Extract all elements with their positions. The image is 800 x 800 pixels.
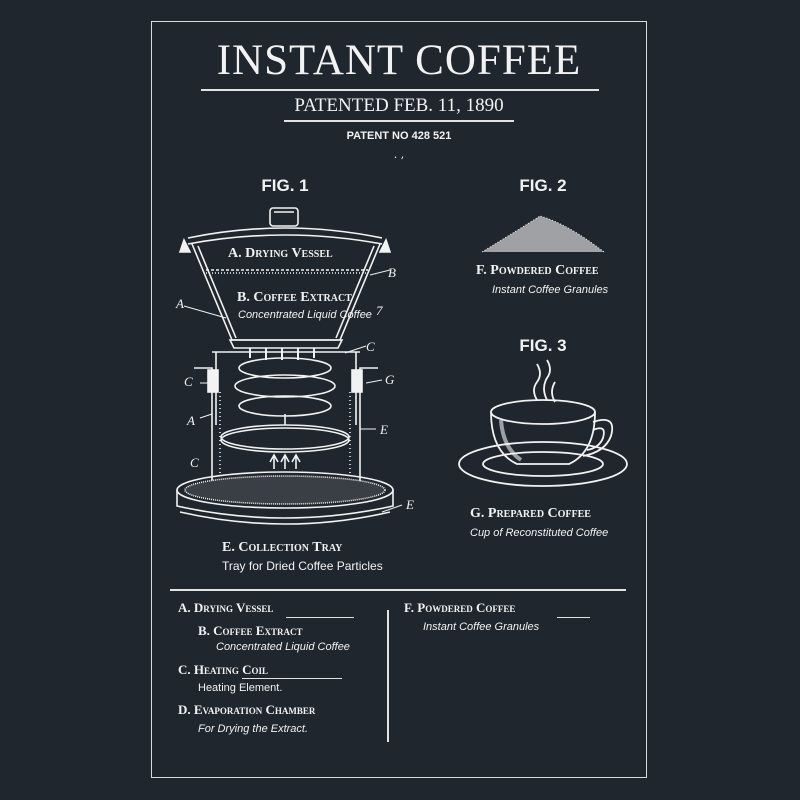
legend-drying-vessel: A. Drying Vessel (178, 600, 274, 615)
marker-e-right: E (380, 422, 388, 437)
legend-powdered-coffee-sub: Instant Coffee Granules (423, 621, 540, 633)
legend-a-rule (286, 617, 354, 618)
legend-c-rule (242, 678, 342, 679)
fig3-sub: Cup of Reconstituted Coffee (470, 527, 609, 539)
marker-c-lower: C (190, 455, 199, 470)
marker-a-upper: A (176, 296, 184, 311)
label-coffee-extract-sub: Concentrated Liquid Coffee (238, 309, 372, 321)
label-collection-tray: E. Collection Tray (222, 540, 343, 555)
coffee-apparatus-illustration (176, 207, 403, 525)
decorative-dots: . , (393, 148, 405, 161)
fig3-label: FIG. 3 (519, 336, 567, 355)
legend-divider (387, 610, 389, 742)
poster-frame (151, 21, 647, 778)
legend-powdered-coffee: F. Powdered Coffee (404, 600, 516, 615)
legend-f-rule (557, 617, 590, 618)
marker-e-bottom: E (406, 497, 414, 512)
legend-coffee-extract: B. Coffee Extract (198, 623, 303, 638)
legend-coffee-extract-sub: Concentrated Liquid Coffee (216, 641, 350, 653)
legend-heating-coil: C. Heating Coil (178, 662, 268, 677)
patent-number: PATENT NO 428 521 (346, 130, 452, 142)
label-collection-tray-sub: Tray for Dried Coffee Particles (222, 559, 383, 573)
marker-b-right: B (388, 265, 396, 280)
fig2-caption: F. Powdered Coffee (476, 263, 599, 278)
label-drying-vessel: A. Drying Vessel (228, 246, 333, 261)
label-coffee-extract: B. Coffee Extract (237, 290, 352, 305)
marker-a-lower: A (187, 413, 195, 428)
legend-evaporation-chamber: D. Evaporation Chamber (178, 702, 316, 717)
patent-date: PATENTED FEB. 11, 1890 (294, 95, 504, 116)
fig1-label: FIG. 1 (261, 176, 309, 195)
coffee-cup-illustration (458, 359, 628, 487)
powder-pile-illustration (481, 215, 605, 253)
title-rule (201, 89, 599, 91)
legend-top-rule (170, 589, 626, 591)
legend-heating-coil-sub: Heating Element. (198, 682, 283, 694)
marker-seven: 7 (376, 303, 383, 318)
fig2-sub: Instant Coffee Granules (492, 284, 609, 296)
marker-g-right: G (385, 372, 395, 387)
marker-c-left: C (184, 374, 193, 389)
fig2-label: FIG. 2 (519, 176, 567, 195)
date-rule (284, 120, 514, 122)
legend-evaporation-chamber-sub: For Drying the Extract. (198, 723, 309, 735)
fig3-caption: G. Prepared Coffee (470, 506, 591, 521)
poster-title: INSTANT COFFEE (216, 37, 582, 84)
marker-c-top: C (366, 339, 375, 354)
